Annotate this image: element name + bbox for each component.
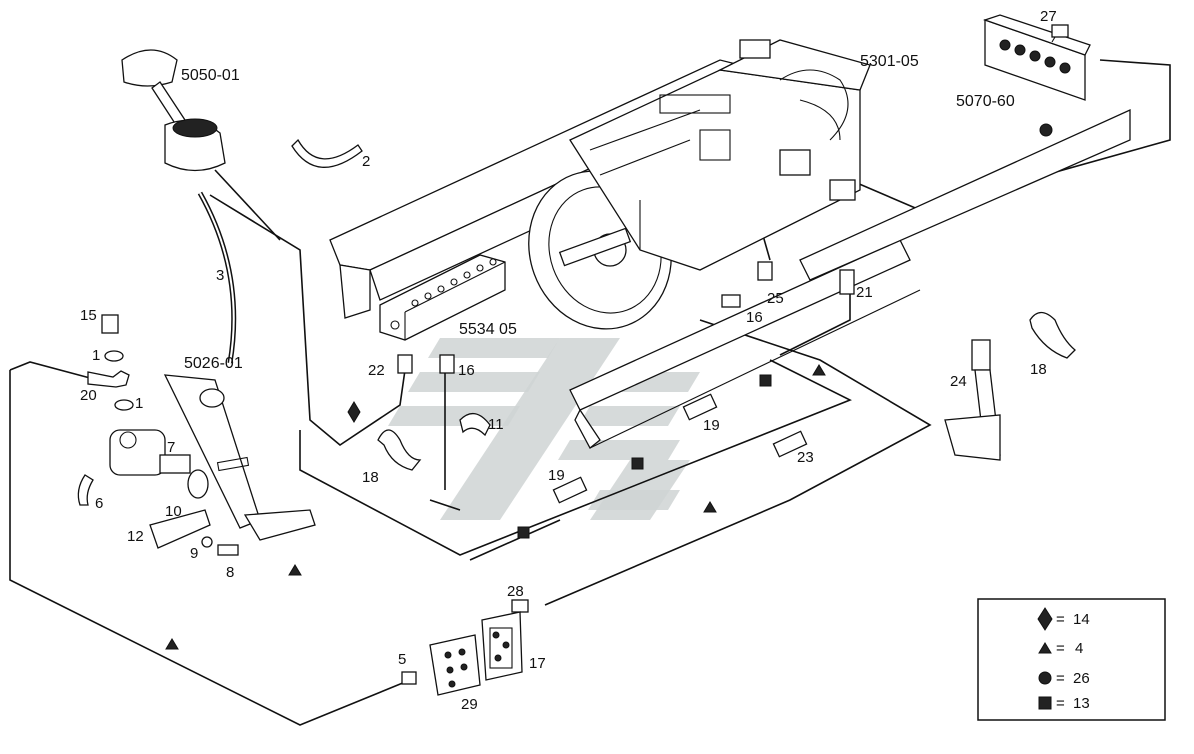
square-marker [759, 374, 772, 387]
circle-marker [1039, 123, 1053, 137]
label-25: 25 [767, 290, 784, 307]
label-8: 8 [226, 564, 234, 581]
legend-row-circle: = 26 [1038, 670, 1090, 687]
clutch-pedal-5026 [163, 374, 316, 541]
screw-27 [1051, 24, 1069, 43]
label-17: 17 [529, 655, 546, 672]
fitting-5 [401, 671, 417, 685]
triangle-marker [288, 564, 302, 576]
fitting-21 [839, 269, 855, 295]
diamond-marker [347, 401, 361, 423]
label-28: 28 [507, 583, 524, 600]
legend-sep: = [1056, 611, 1065, 628]
label-10: 10 [165, 503, 182, 520]
legend-box: = 14 = 4 = 26 = 13 [977, 598, 1166, 721]
label-2: 2 [362, 153, 370, 170]
clip-2 [291, 138, 363, 168]
label-11: 11 [488, 416, 504, 433]
square-marker [631, 457, 644, 470]
gearbox-assembly [528, 39, 871, 330]
legend-row-diamond: = 14 [1037, 607, 1090, 631]
bolt-8 [217, 544, 239, 556]
label-5070-60: 5070-60 [956, 93, 1015, 110]
label-5050-01: 5050-01 [181, 67, 240, 84]
label-18-left: 18 [362, 469, 379, 486]
label-29: 29 [461, 696, 478, 713]
leader-lines [9, 59, 1171, 726]
label-5534-05: 5534 05 [459, 321, 517, 338]
triangle-marker [165, 638, 179, 650]
fitting-16-left [439, 354, 455, 374]
label-21: 21 [856, 284, 873, 301]
label-20: 20 [80, 387, 97, 404]
legend-sep: = [1056, 640, 1065, 657]
label-19-lower: 19 [548, 467, 565, 484]
label-16-left: 16 [458, 362, 475, 379]
triangle-marker [812, 364, 826, 376]
washer-9 [201, 536, 213, 548]
plate-12 [149, 509, 211, 549]
legend-value: 26 [1073, 670, 1090, 687]
label-18-right: 18 [1030, 361, 1047, 378]
callout-labels: 5050-01 5301-05 5070-60 5534 05 5026-01 … [80, 8, 1057, 713]
terminal-block [982, 14, 1091, 101]
label-16-right: 16 [746, 309, 763, 326]
square-symbol [1038, 696, 1052, 710]
washer-1b [114, 399, 134, 411]
legend-value: 13 [1073, 695, 1090, 712]
master-cylinder-7 [77, 429, 191, 506]
triangle-marker [703, 501, 717, 513]
legend-value: 4 [1075, 640, 1083, 657]
label-15: 15 [80, 307, 97, 324]
label-19-upper: 19 [703, 417, 720, 434]
legend-sep: = [1056, 670, 1065, 687]
label-24: 24 [950, 373, 967, 390]
legend-row-triangle: = 4 [1038, 640, 1083, 657]
fitting-25 [757, 261, 773, 281]
label-6: 6 [95, 495, 103, 512]
bolt-15 [101, 314, 119, 334]
label-7: 7 [167, 439, 175, 456]
seal-ring-10 [187, 469, 209, 499]
label-5026-01: 5026-01 [184, 355, 243, 372]
clip-18-right [1029, 311, 1076, 359]
bracket-24 [944, 339, 1001, 461]
legend-sep: = [1056, 695, 1065, 712]
gear-lever-5050 [121, 49, 226, 172]
legend-value: 14 [1073, 611, 1090, 628]
label-9: 9 [190, 545, 198, 562]
label-5: 5 [398, 651, 406, 668]
bracket-5534 [379, 254, 506, 341]
clip-18-left [377, 429, 422, 471]
label-23: 23 [797, 449, 814, 466]
fitting-28 [511, 599, 529, 613]
connector-19-lower [552, 476, 588, 504]
label-3: 3 [216, 267, 224, 284]
clamp-11 [459, 413, 491, 437]
label-27: 27 [1040, 8, 1057, 25]
label-1-upper: 1 [92, 347, 100, 364]
legend-row-square: = 13 [1038, 695, 1090, 712]
valve-plate-29 [429, 634, 481, 696]
line-symbols [165, 123, 1053, 650]
label-12: 12 [127, 528, 144, 545]
label-1-lower: 1 [135, 395, 143, 412]
triangle-symbol [1038, 642, 1052, 654]
connector-23 [772, 430, 808, 458]
fitting-22 [397, 354, 413, 374]
diamond-symbol [1037, 607, 1053, 631]
label-22: 22 [368, 362, 385, 379]
circle-symbol [1038, 671, 1052, 685]
square-marker [517, 526, 530, 539]
label-5301-05: 5301-05 [860, 53, 919, 70]
valve-body-17 [481, 611, 523, 681]
connector-19-upper [682, 393, 718, 421]
washer-1a [104, 350, 124, 362]
fitting-16-right [721, 294, 741, 308]
banjo-20 [87, 370, 130, 388]
